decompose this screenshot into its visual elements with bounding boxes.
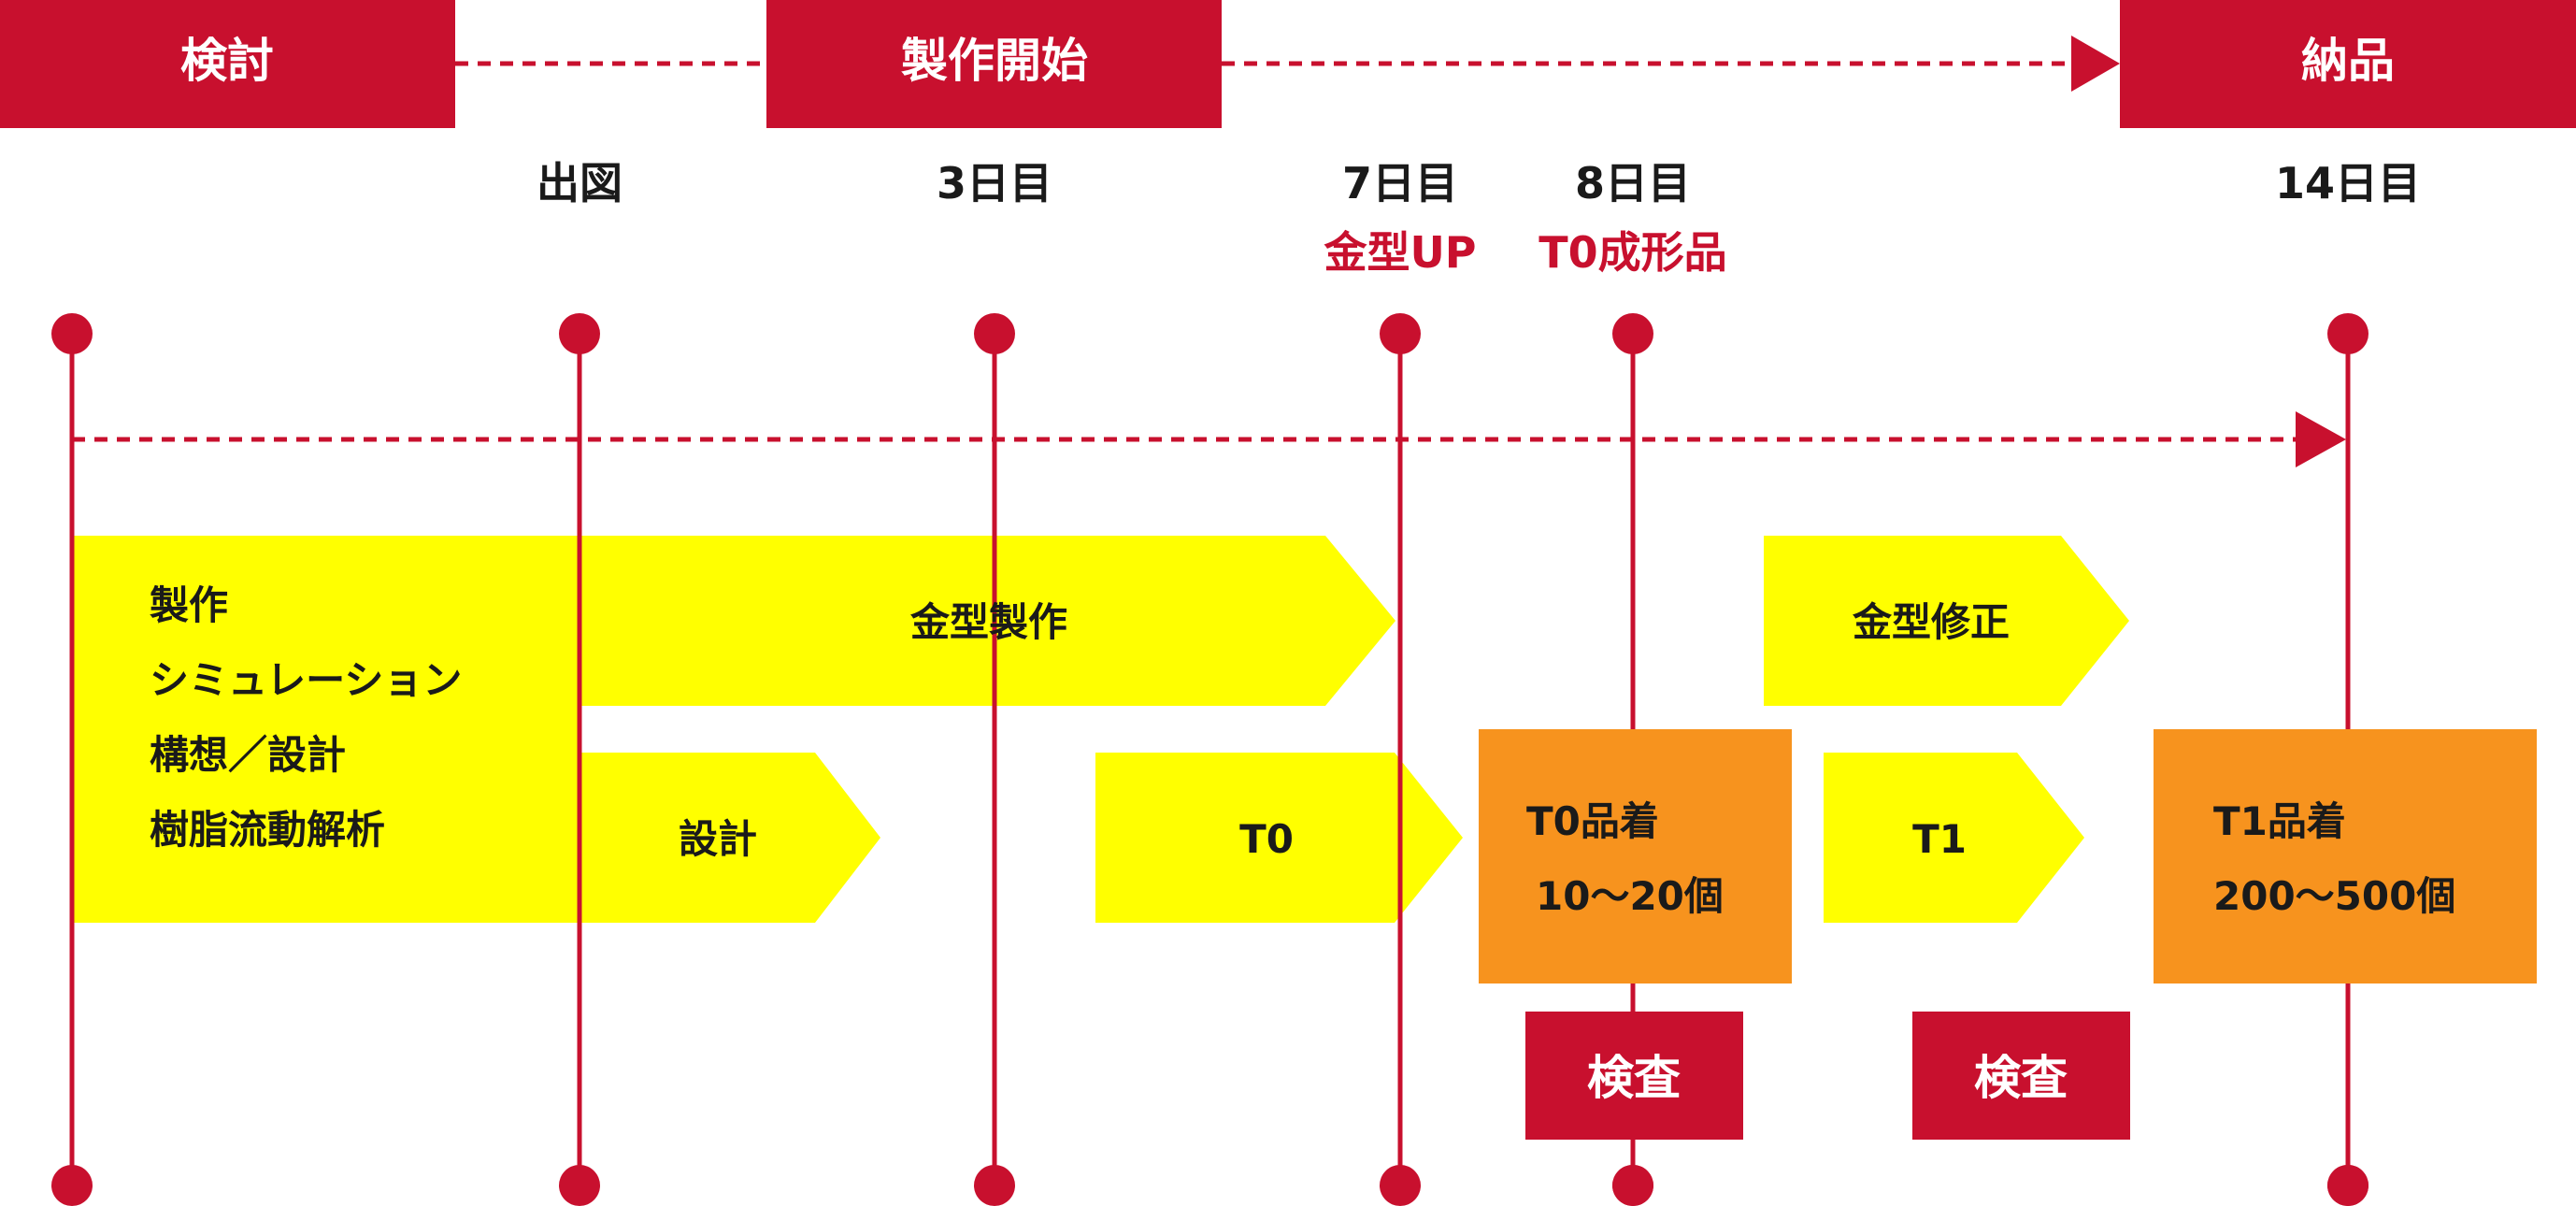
phase-production-start-label: 製作開始: [901, 34, 1088, 88]
timeline-dot-day14-bottom-top: [2327, 1165, 2368, 1206]
task-mold-fix-arrow: [1764, 536, 2129, 706]
task-prep-line-4: 樹脂流動解析: [150, 807, 385, 853]
timeline-dot-day7-top: [1380, 313, 1421, 354]
inspection-first-label: 検査: [1587, 1051, 1681, 1105]
task-t0-label: T0: [1239, 816, 1294, 862]
milestone-day8-label: 8日目: [1575, 158, 1691, 208]
timeline-dot-day14-top: [2327, 313, 2368, 354]
timeline-dots: [51, 313, 2368, 1206]
delivery-t0-line-1: T0品着: [1526, 798, 1659, 844]
inspection-second-box: [1912, 1012, 2130, 1140]
milestone-drawing-label: 出図: [537, 158, 623, 208]
inspection-first-box: [1525, 1012, 1743, 1140]
phase-delivery-label: 納品: [2301, 34, 2395, 88]
task-design-label: 設計: [679, 816, 757, 862]
task-t1-label: T1: [1912, 816, 1967, 862]
milestone-day3-label: 3日目: [937, 158, 1052, 208]
timeline-dot-start-bottom: [51, 1165, 93, 1206]
phase-arrowhead-icon: [2071, 36, 2120, 92]
delivery-t0-line-2: 10～20個: [1536, 873, 1724, 919]
task-mold-production-arrow: [580, 536, 1395, 706]
phase-production-start-box: [766, 0, 1222, 128]
task-design-arrow: [580, 753, 880, 923]
task-prep-line-3: 構想／設計: [150, 732, 346, 778]
timeline-dot-day8-bottom-top: [1612, 1165, 1653, 1206]
task-prep-line-1: 製作: [150, 582, 228, 628]
delivery-t0-box: [1479, 729, 1792, 983]
delivery-t1-box: [2154, 729, 2537, 983]
task-mold-production-label: 金型製作: [909, 599, 1067, 645]
timeline-dot-day3-top: [974, 313, 1015, 354]
milestone-day7-label: 7日目: [1342, 158, 1458, 208]
inspection-second-label: 検査: [1974, 1051, 2068, 1105]
delivery-t1-line-2: 200～500個: [2213, 873, 2455, 919]
timeline-dot-start-top: [51, 313, 93, 354]
delivery-t1-line-1: T1品着: [2213, 798, 2346, 844]
timeline-overlays: [69, 536, 1403, 1185]
task-prep-line-2: シミュレーション: [150, 657, 462, 703]
phase-delivery-box: [2120, 0, 2576, 128]
phase-review-box: [0, 0, 455, 128]
overall-arrowhead-icon: [2296, 411, 2346, 467]
phase-review-label: 検討: [180, 34, 274, 88]
timeline-dot-drawing-bottom: [559, 1165, 600, 1206]
task-mold-fix-label: 金型修正: [1852, 599, 2010, 645]
task-t1-arrow: [1824, 753, 2084, 923]
milestone-day14-label: 14日目: [2275, 158, 2421, 208]
milestone-t0-molded-label: T0成形品: [1538, 227, 1726, 278]
milestone-mold-up-label: 金型UP: [1323, 227, 1476, 278]
timeline-dot-day8-top: [1612, 313, 1653, 354]
task-t0-arrow: [1095, 753, 1463, 923]
timeline-dot-drawing-top: [559, 313, 600, 354]
task-prep-box: [74, 536, 580, 923]
